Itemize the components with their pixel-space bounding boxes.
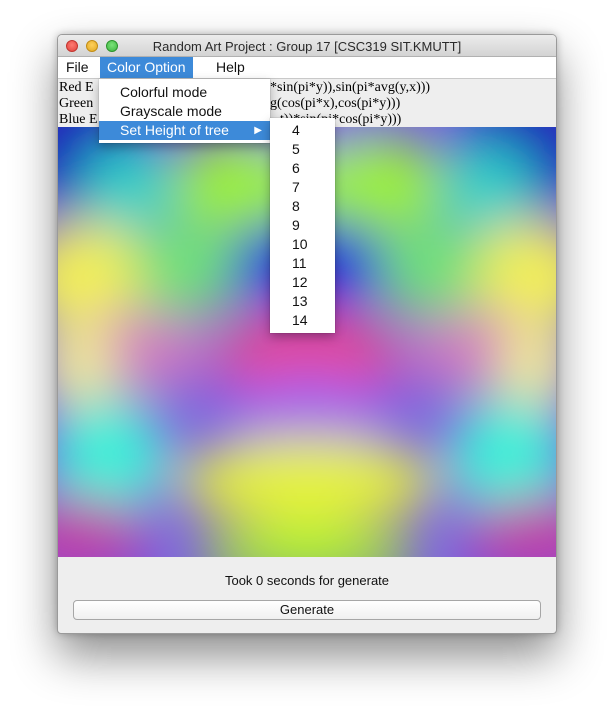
tree-height-option-11[interactable]: 11: [292, 255, 307, 271]
minimize-window-button[interactable]: [86, 40, 98, 52]
menu-help[interactable]: Help: [216, 59, 245, 75]
tree-height-option-7[interactable]: 7: [292, 179, 300, 195]
red-expression-label: Red E: [59, 80, 94, 95]
tree-height-option-13[interactable]: 13: [292, 293, 308, 309]
green-expression-label: Green: [59, 96, 94, 111]
generate-button[interactable]: Generate: [73, 600, 541, 620]
tree-height-option-14[interactable]: 14: [292, 312, 308, 328]
random-art-canvas: [58, 127, 556, 557]
zoom-window-button[interactable]: [106, 40, 118, 52]
menu-item-set-tree-height[interactable]: Set Height of tree ▶: [99, 121, 270, 140]
close-window-button[interactable]: [66, 40, 78, 52]
submenu-arrow-icon: ▶: [254, 125, 262, 136]
menu-item-colorful-mode[interactable]: Colorful mode: [120, 84, 208, 100]
menu-color-option[interactable]: Color Option: [100, 57, 193, 78]
blue-expression-label: Blue E: [59, 112, 98, 127]
tree-height-option-5[interactable]: 5: [292, 141, 300, 157]
menu-bar: File Color Option Help: [58, 57, 556, 79]
tree-height-option-10[interactable]: 10: [292, 236, 308, 252]
tree-height-option-9[interactable]: 9: [292, 217, 300, 233]
menu-item-set-tree-height-label: Set Height of tree: [120, 122, 229, 138]
tree-height-option-12[interactable]: 12: [292, 274, 308, 290]
red-expression-tail: *sin(pi*y)),sin(pi*avg(y,x))): [270, 80, 431, 95]
title-bar[interactable]: Random Art Project : Group 17 [CSC319 SI…: [58, 35, 556, 57]
color-option-menu: Colorful mode Grayscale mode Set Height …: [99, 79, 270, 143]
tree-height-option-4[interactable]: 4: [292, 122, 300, 138]
window-title: Random Art Project : Group 17 [CSC319 SI…: [152, 39, 462, 54]
tree-height-option-6[interactable]: 6: [292, 160, 300, 176]
status-message: Took 0 seconds for generate: [224, 573, 390, 588]
green-expression-tail: g(cos(pi*x),cos(pi*y))): [270, 96, 401, 111]
tree-height-submenu: 4 5 6 7 8 9 10 11 12 13 14: [270, 118, 335, 333]
menu-file[interactable]: File: [66, 59, 89, 75]
tree-height-option-8[interactable]: 8: [292, 198, 300, 214]
menu-item-grayscale-mode[interactable]: Grayscale mode: [120, 103, 222, 119]
